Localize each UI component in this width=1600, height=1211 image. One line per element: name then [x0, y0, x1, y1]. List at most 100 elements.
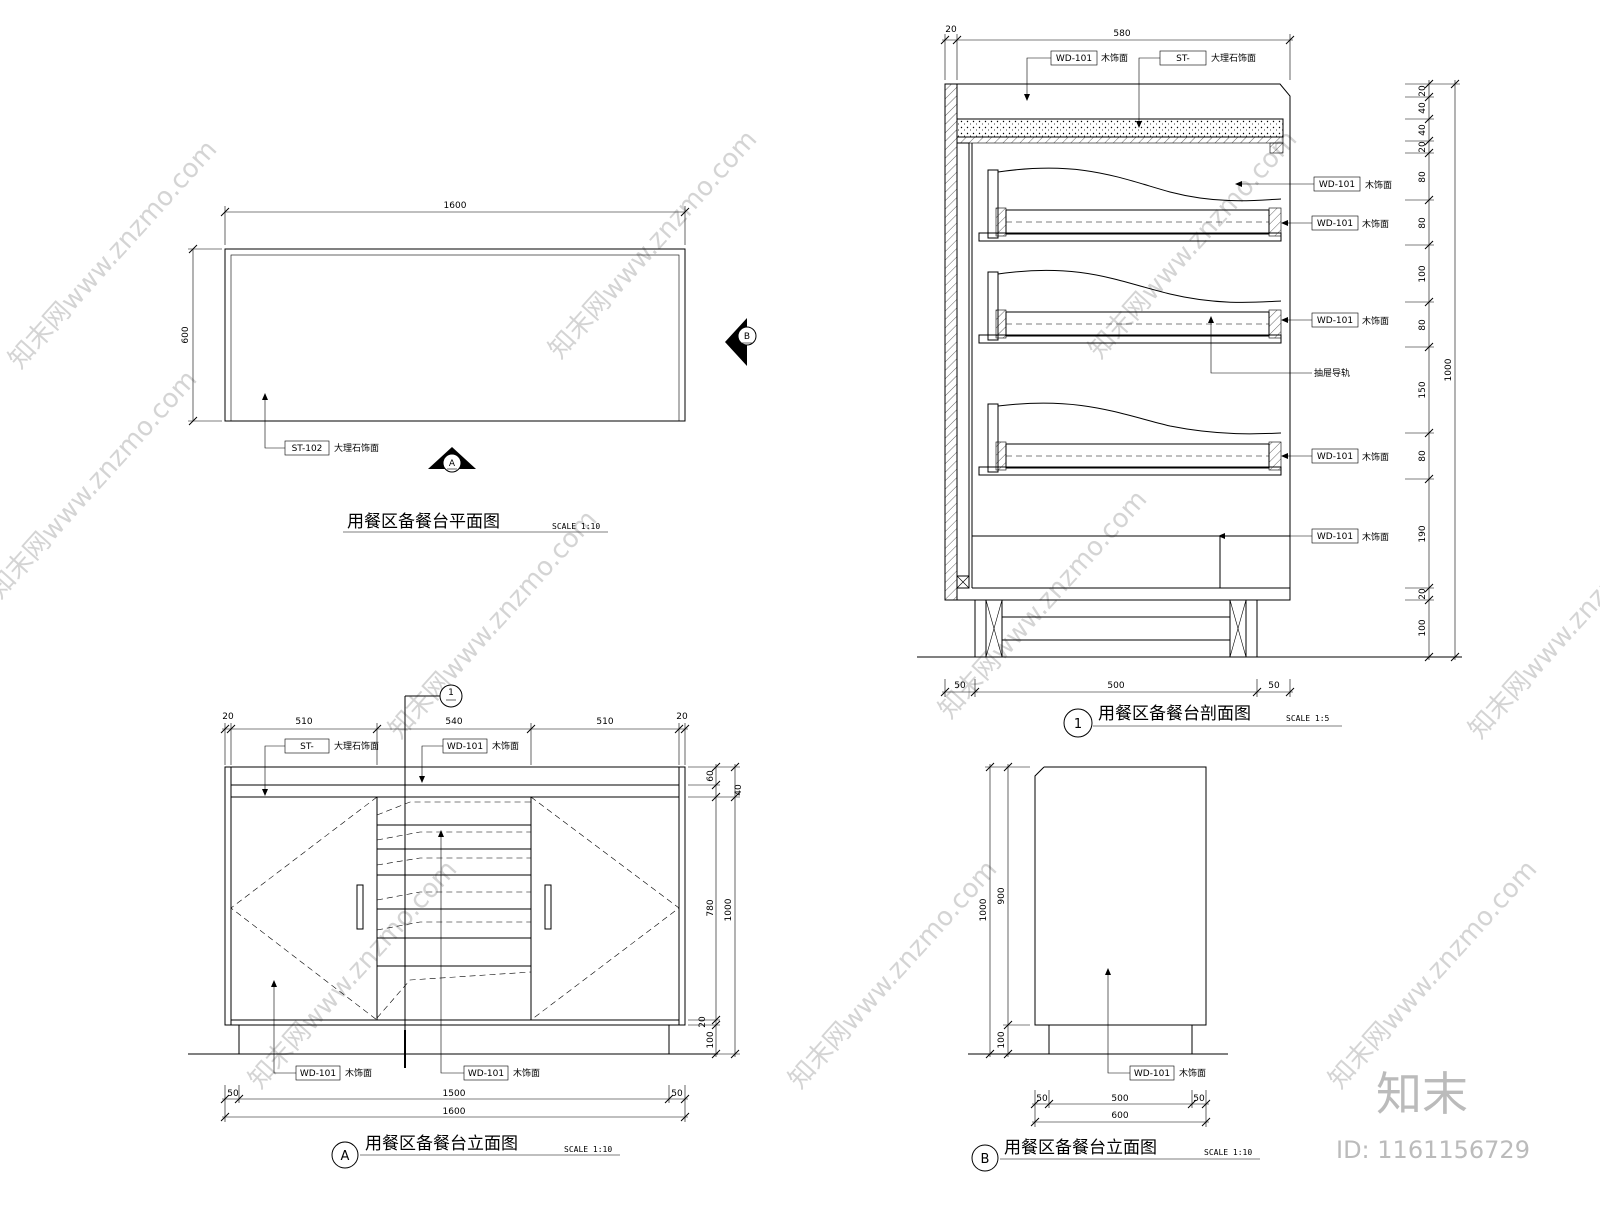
marble-top [956, 118, 1284, 138]
svg-text:ST-: ST- [300, 742, 314, 752]
plan-material-tag [284, 440, 330, 456]
svg-text:100: 100 [1418, 619, 1428, 636]
svg-text:1000: 1000 [724, 898, 734, 921]
svg-text:20: 20 [222, 712, 234, 722]
drawer-1[interactable] [978, 167, 1282, 242]
svg-text:580: 580 [1113, 29, 1130, 39]
svg-text:20: 20 [1418, 141, 1428, 153]
elevation-b-circle: B [971, 1144, 999, 1172]
svg-text:木饰面: 木饰面 [345, 1067, 372, 1079]
svg-text:WD-101: WD-101 [1317, 219, 1353, 229]
elevation-b-title: 用餐区备餐台立面图 [1004, 1138, 1157, 1158]
section-view: 20 580 WD-101 木饰面 ST- 大理石饰面 WD-101 木饰面 W… [917, 25, 1462, 738]
svg-text:木饰面: 木饰面 [1362, 315, 1389, 327]
svg-text:600: 600 [1111, 1111, 1128, 1121]
section-mark-1[interactable]: 1 [439, 684, 463, 708]
svg-text:50: 50 [1193, 1094, 1205, 1104]
svg-text:WD-101: WD-101 [1056, 54, 1092, 64]
svg-text:WD-101: WD-101 [447, 742, 483, 752]
svg-text:20: 20 [1418, 588, 1428, 600]
door-handle-left[interactable] [356, 884, 364, 930]
svg-text:80: 80 [1418, 450, 1428, 462]
svg-text:900: 900 [997, 887, 1007, 904]
watermark-text: 知末网www.znzmo.com [783, 855, 1003, 1095]
svg-text:80: 80 [1418, 171, 1428, 183]
tag-wd-101 [1311, 312, 1359, 328]
svg-text:780: 780 [706, 899, 716, 916]
svg-text:B: B [744, 332, 750, 342]
cabinet-body [224, 766, 686, 1026]
section-title: 用餐区备餐台剖面图 [1098, 704, 1251, 724]
svg-text:木饰面: 木饰面 [1362, 531, 1389, 543]
section-marker-a[interactable]: A [428, 447, 476, 473]
svg-text:大理石饰面: 大理石饰面 [334, 442, 379, 454]
drawer-2[interactable] [978, 269, 1282, 344]
svg-text:1: 1 [448, 688, 454, 698]
svg-text:ST-: ST- [1176, 54, 1190, 64]
svg-text:WD-101: WD-101 [300, 1069, 336, 1079]
svg-text:木饰面: 木饰面 [1365, 179, 1392, 191]
svg-text:1600: 1600 [443, 1107, 466, 1117]
svg-text:木饰面: 木饰面 [1101, 52, 1128, 64]
svg-text:510: 510 [295, 717, 312, 727]
elevation-a-scale: SCALE 1:10 [564, 1145, 612, 1154]
svg-text:20: 20 [698, 1016, 708, 1028]
svg-text:80: 80 [1418, 319, 1428, 331]
plan-title: 用餐区备餐台平面图 [347, 512, 500, 532]
tag-wd-101 [1311, 528, 1359, 544]
tag-wd-101 [1050, 50, 1098, 66]
svg-text:80: 80 [1418, 217, 1428, 229]
svg-text:510: 510 [596, 717, 613, 727]
svg-text:A: A [449, 459, 456, 469]
tag-wd-101 [295, 1065, 341, 1081]
svg-text:20: 20 [945, 25, 957, 35]
svg-text:木饰面: 木饰面 [513, 1067, 540, 1079]
plan-view: 1600 600 ST-102 大理石饰面 A B 用餐区备餐台平面图 SCAL… [181, 201, 757, 533]
svg-text:40: 40 [1418, 102, 1428, 114]
svg-text:WD-101: WD-101 [1317, 532, 1353, 542]
svg-text:500: 500 [1111, 1094, 1128, 1104]
svg-text:1000: 1000 [1444, 358, 1454, 381]
svg-text:540: 540 [445, 717, 462, 727]
site-logo: 知末 [1376, 1067, 1468, 1121]
svg-text:木饰面: 木饰面 [492, 740, 519, 752]
svg-text:大理石饰面: 大理石饰面 [1211, 52, 1256, 64]
elevation-b-view: WD-101 木饰面 1000 900 100 50 500 50 600 [968, 762, 1260, 1172]
svg-text:1000: 1000 [979, 898, 989, 921]
svg-text:木饰面: 木饰面 [1179, 1067, 1206, 1079]
svg-text:WD-101: WD-101 [1317, 452, 1353, 462]
door-handle-right[interactable] [544, 884, 552, 930]
watermark-text: 知末网www.znzmo.com [1463, 505, 1600, 745]
svg-text:ST-102: ST-102 [292, 444, 323, 454]
drawer-3[interactable] [978, 402, 1282, 476]
svg-text:20: 20 [1418, 85, 1428, 97]
watermark-text: 知末网www.znzmo.com [243, 855, 463, 1095]
section-scale: SCALE 1:5 [1286, 714, 1330, 723]
svg-text:WD-101: WD-101 [1134, 1069, 1170, 1079]
watermark-text: 知末网www.znzmo.com [383, 505, 603, 745]
tag-wd-101 [1313, 176, 1361, 192]
svg-text:500: 500 [1107, 681, 1124, 691]
svg-text:A: A [341, 1149, 350, 1164]
rail-note: 抽屉导轨 [1314, 367, 1350, 379]
svg-text:WD-101: WD-101 [1317, 316, 1353, 326]
svg-text:50: 50 [227, 1089, 239, 1099]
svg-text:WD-101: WD-101 [1319, 180, 1355, 190]
image-id: ID: 1161156729 [1336, 1136, 1530, 1164]
svg-text:1: 1 [1074, 717, 1082, 732]
section-marker-b[interactable]: B [725, 318, 757, 366]
svg-text:50: 50 [1268, 681, 1280, 691]
elevation-b-scale: SCALE 1:10 [1204, 1148, 1252, 1157]
watermark-text: 知末网www.znzmo.com [1323, 855, 1543, 1095]
svg-text:50: 50 [1036, 1094, 1048, 1104]
cabinet-side [1034, 766, 1207, 1026]
watermark-text: 知末网www.znzmo.com [0, 365, 203, 605]
tag-wd-101 [463, 1065, 509, 1081]
svg-text:木饰面: 木饰面 [1362, 451, 1389, 463]
plan-inner-outline [230, 254, 680, 422]
tag-st-marble [284, 738, 330, 754]
svg-text:60: 60 [706, 770, 716, 782]
svg-text:50: 50 [671, 1089, 683, 1099]
svg-text:大理石饰面: 大理石饰面 [334, 740, 379, 752]
elevation-a-view: 1 20 510 540 510 20 ST- 大理石饰面 WD-101 木饰面 [188, 684, 744, 1169]
